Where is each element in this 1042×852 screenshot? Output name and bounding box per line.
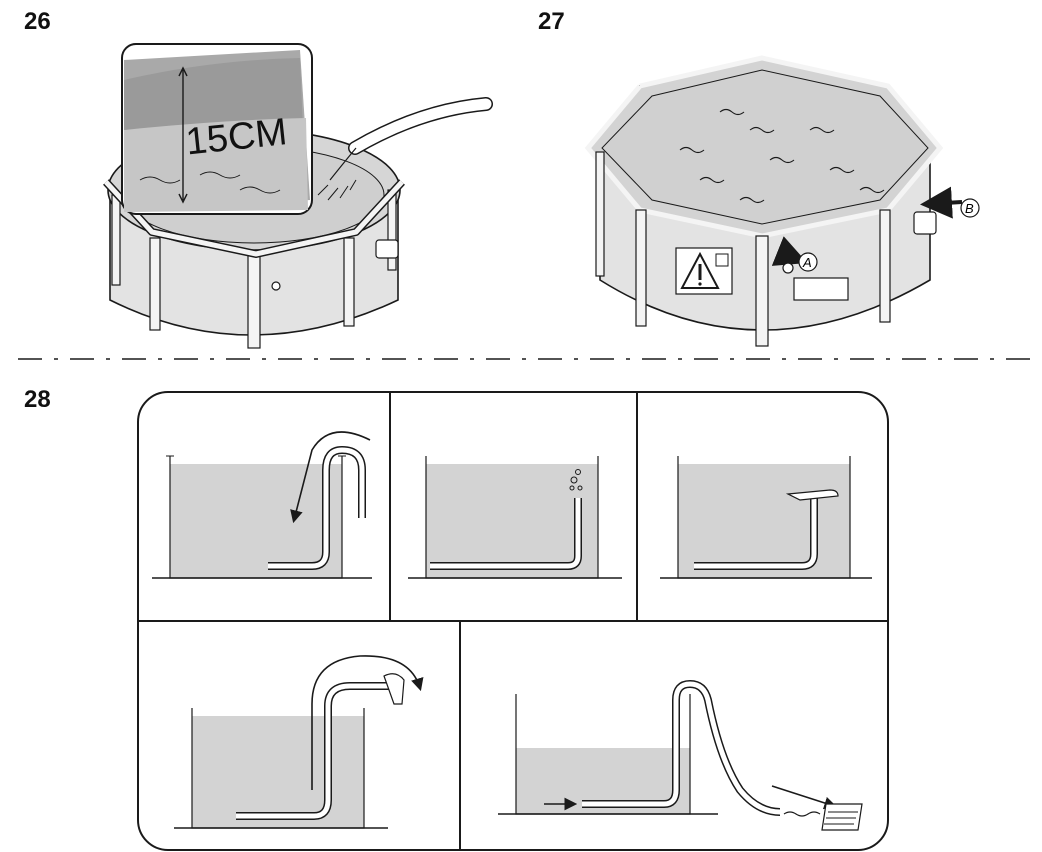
step-number-26: 26 xyxy=(24,8,51,35)
siphon-step-5 xyxy=(498,679,863,831)
callout-b-label: B xyxy=(965,201,974,216)
step-number-28: 28 xyxy=(24,386,51,413)
fig26-depth-inset: 15CM xyxy=(121,43,313,215)
siphon-step-2 xyxy=(408,456,622,579)
siphon-step-3 xyxy=(660,456,872,579)
info-label xyxy=(793,277,849,301)
warning-label-icon xyxy=(675,247,733,295)
step-number-27: 27 xyxy=(538,8,565,35)
callout-a-label: A xyxy=(802,255,812,270)
fig28-siphon-panels xyxy=(137,391,889,851)
fig26-garden-hose xyxy=(317,97,493,201)
hand-icon xyxy=(785,489,839,501)
siphon-step-1 xyxy=(152,431,372,579)
drain-grate-icon xyxy=(821,803,863,831)
hand-icon xyxy=(383,673,405,705)
siphon-step-4 xyxy=(174,655,424,829)
fig27-filled-pool: A B xyxy=(584,55,980,347)
callout-b-arrow: B xyxy=(913,186,980,235)
fig26-fill-pool: 15CM xyxy=(103,43,493,349)
callout-a-arrow: A xyxy=(771,236,818,274)
